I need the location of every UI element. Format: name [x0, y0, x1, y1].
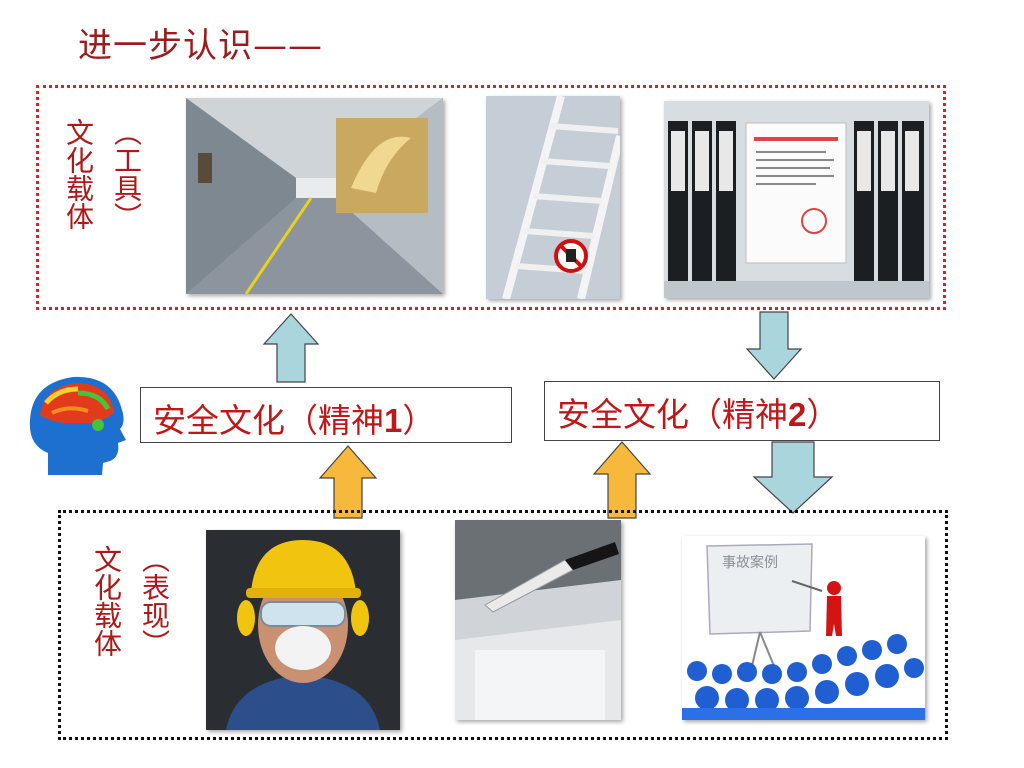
brain-head-icon — [18, 365, 136, 480]
worker-safety-gear-photo — [206, 530, 400, 730]
corridor-photo — [186, 98, 443, 294]
accident-case-banner-text: 事故案例 — [722, 555, 778, 571]
carrier-expression-box — [58, 510, 948, 740]
up-arrow-orange-1 — [318, 444, 378, 520]
carrier-tools-paren: （工具） — [110, 118, 143, 230]
carrier-tools-box — [36, 85, 946, 310]
up-arrow-orange-2 — [592, 440, 652, 520]
binders-document-photo — [664, 101, 929, 298]
ladder-photo — [486, 96, 620, 299]
spirit-1-text: 安全文化（精神 — [153, 401, 384, 440]
carrier-tools-label: 文化载体 — [62, 118, 95, 230]
carrier-expression-label: 文化载体 — [90, 545, 123, 657]
spirit-2-number: 2 — [788, 396, 807, 433]
knife-photo — [455, 520, 621, 720]
accident-case-training-photo: 事故案例 — [682, 536, 925, 720]
spirit-1-number: 1 — [384, 402, 403, 439]
spirit-2-text: 安全文化（精神 — [557, 395, 788, 434]
page-title: 进一步认识—— — [78, 26, 323, 66]
safety-culture-spirit-1-box: 安全文化（精神1） — [140, 387, 512, 443]
carrier-expression-paren: （表现） — [138, 545, 171, 657]
safety-culture-spirit-2-box: 安全文化（精神2） — [544, 381, 940, 441]
up-arrow-blue — [262, 312, 320, 384]
down-arrow-blue-top — [745, 311, 803, 381]
no-touch-sign-icon — [554, 239, 588, 273]
down-arrow-blue-bottom — [752, 441, 834, 515]
